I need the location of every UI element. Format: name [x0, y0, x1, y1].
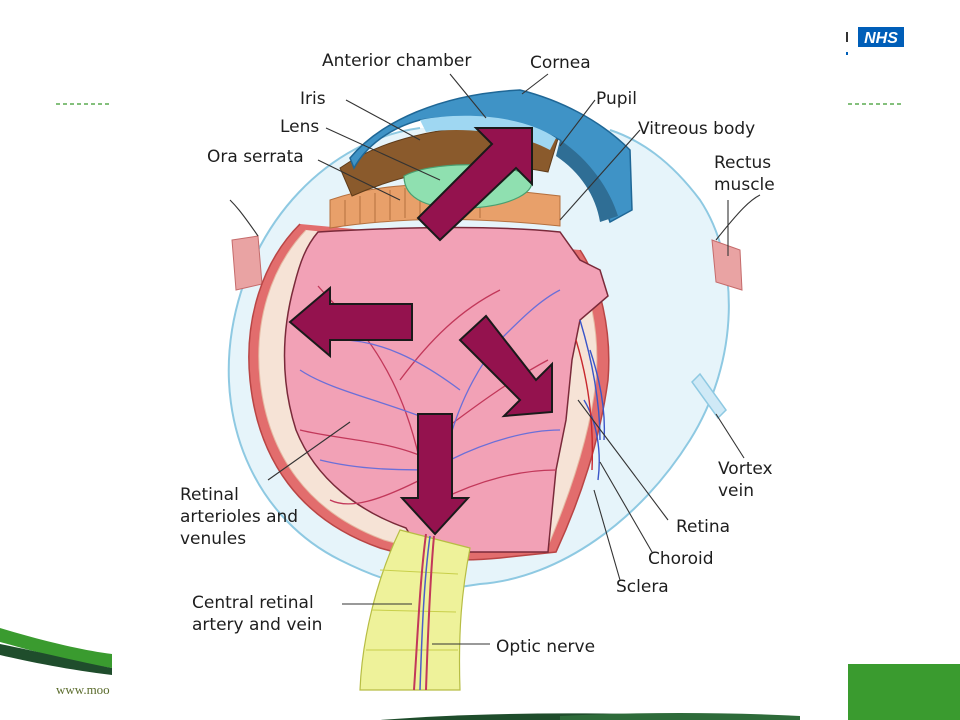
label-central-2: artery and vein: [192, 615, 322, 635]
label-iris: Iris: [300, 89, 326, 109]
rectus-muscle-right: [711, 239, 743, 291]
nhs-logo-text: NHS: [864, 30, 898, 47]
arrow-down-right: [458, 314, 553, 418]
leader-lines: [267, 73, 745, 645]
anterior-chamber: [420, 115, 556, 150]
label-retinal-1: Retinal: [180, 485, 239, 505]
arrow-up-right: [416, 127, 533, 242]
arrow-down: [399, 413, 471, 536]
label-cornea: Cornea: [530, 53, 591, 73]
footer-swoosh-left: [0, 628, 112, 675]
footer-url: www.moo: [56, 682, 110, 697]
label-anterior-chamber: Anterior chamber: [322, 51, 471, 71]
choroid-vessels: [575, 319, 606, 481]
label-vitreous-body: Vitreous body: [638, 119, 755, 139]
label-pupil: Pupil: [596, 89, 637, 109]
label-retinal-2: arterioles and: [180, 507, 298, 527]
footer-swoosh-bottom: [380, 713, 800, 720]
label-vortex-1: Vortex: [718, 459, 773, 479]
label-lens: Lens: [280, 117, 319, 137]
label-choroid: Choroid: [648, 549, 714, 569]
label-vortex-2: vein: [718, 481, 754, 501]
label-rectus-1: Rectus: [714, 153, 771, 173]
label-optic-nerve: Optic nerve: [496, 637, 595, 657]
central-artery-vein: [413, 533, 435, 691]
footer-bar-right: [848, 664, 960, 720]
rectus-muscle-left: [231, 235, 263, 291]
eye-diagram: Anterior chamber Cornea Iris Pupil Lens …: [180, 51, 775, 691]
label-rectus-2: muscle: [714, 175, 775, 195]
nhs-logo: NHS: [846, 27, 904, 55]
arrow-left: [288, 285, 413, 359]
label-ora-serrata: Ora serrata: [207, 147, 304, 167]
pupil-region: [556, 140, 618, 222]
vortex-vein: [691, 372, 727, 420]
label-retinal-3: venules: [180, 529, 246, 549]
label-retina: Retina: [676, 517, 730, 537]
label-sclera: Sclera: [616, 577, 669, 597]
label-central-1: Central retinal: [192, 593, 314, 613]
